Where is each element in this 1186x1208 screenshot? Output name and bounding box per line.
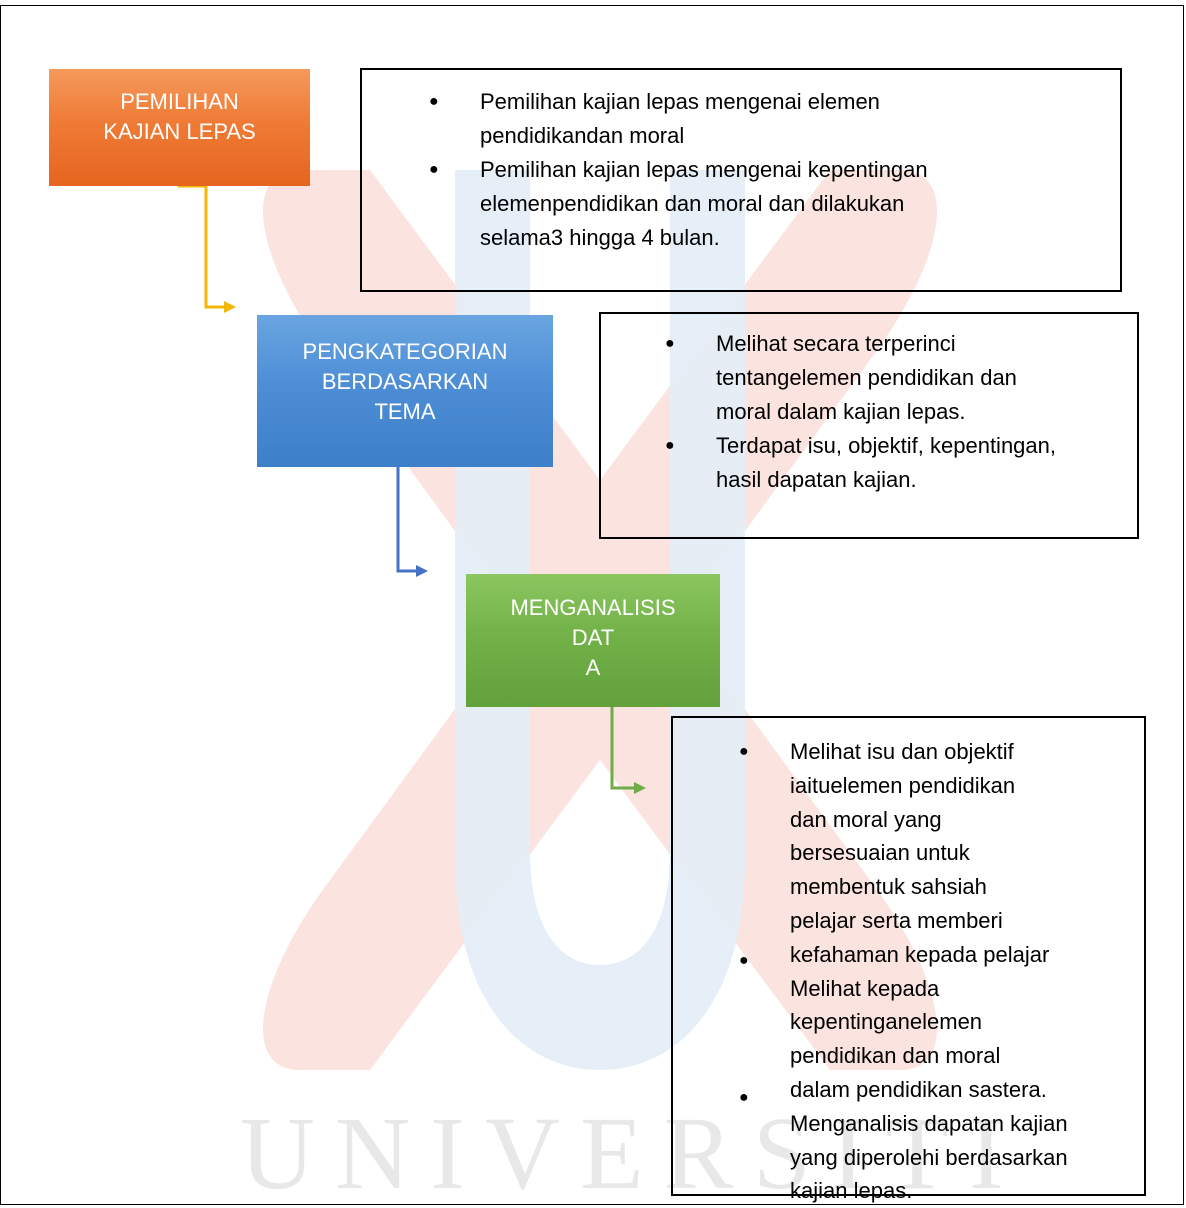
bullet-icon: ● <box>429 93 439 110</box>
bullet-icon: ● <box>429 161 439 178</box>
note-1-list: ● Pemilihan kajian lepas mengenai elemen… <box>429 85 1040 255</box>
note-2-item-1-line-3: moral dalam kajian lepas. <box>716 399 966 424</box>
step-box-menganalisis: MENGANALISIS DAT A <box>466 574 720 707</box>
bullet-icon: ● <box>739 951 749 969</box>
note-2-item-2-line-1: Terdapat isu, objektif, kepentingan, <box>716 433 1057 458</box>
step-3-line-3: A <box>585 654 601 680</box>
list-item: ● dalam pendidikan sastera. Menganalisis… <box>739 1073 1130 1208</box>
step-3-line-2: DAT <box>571 624 615 650</box>
note-3-item-1-line-3: dan moral yang <box>790 806 942 832</box>
note-2-list: ● Melihat secara terperinci tentangeleme… <box>665 327 1136 497</box>
connector-3 <box>610 707 646 794</box>
note-3-item-3-line-1: dalam pendidikan sastera. <box>790 1076 1047 1102</box>
step-1-line-1: PEMILIHAN <box>120 88 239 114</box>
list-item: ● Pemilihan kajian lepas mengenai kepent… <box>429 153 1040 255</box>
step-2-line-2: BERDASARKAN <box>321 369 489 394</box>
note-3-item-2-line-3: kepentinganelemen <box>790 1009 983 1035</box>
connector-2 <box>396 467 428 577</box>
note-1-item-1-line-1: Pemilihan kajian lepas mengenai elemen <box>480 89 880 114</box>
note-2-item-1-line-2: tentangelemen pendidikan dan <box>716 365 1017 390</box>
note-1-item-2-line-3: selama3 hingga 4 bulan. <box>480 225 720 250</box>
note-2-item-2-line-2: hasil dapatan kajian. <box>716 467 917 492</box>
note-3-item-3-line-2: Menganalisis dapatan kajian <box>790 1110 1068 1136</box>
note-3-item-2-line-2: Melihat kepada <box>790 975 940 1001</box>
note-3-item-1-line-6: pelajar serta memberi <box>790 907 1003 933</box>
list-item: ● kefahaman kepada pelajar Melihat kepad… <box>739 938 1130 1073</box>
list-item: ● Melihat secara terperinci tentangeleme… <box>665 327 1136 429</box>
bullet-icon: ● <box>665 335 675 352</box>
note-3-item-1-line-1: Melihat isu dan objektif <box>790 739 1014 764</box>
bullet-icon: ● <box>665 437 675 454</box>
note-3-item-1-line-2: iaituelemen pendidikan <box>790 772 1016 798</box>
list-item: ● Melihat isu dan objektif iaituelemen p… <box>739 735 1130 938</box>
connector-1 <box>178 184 236 313</box>
note-3-item-1-line-5: membentuk sahsiah <box>790 874 987 900</box>
note-1-item-2-line-1: Pemilihan kajian lepas mengenai kepentin… <box>480 157 928 182</box>
step-box-pemilihan: PEMILIHAN KAJIAN LEPAS <box>49 69 310 186</box>
note-3-item-2-line-1: kefahaman kepada pelajar <box>790 941 1050 967</box>
note-1-item-1-line-2: pendidikandan moral <box>480 123 685 148</box>
note-3-item-3-line-3: yang diperolehi berdasarkan <box>790 1144 1068 1170</box>
note-1-item-2-line-2: elemenpendidikan dan moral dan dilakukan <box>480 191 905 216</box>
note-2-item-1-line-1: Melihat secara terperinci <box>716 331 956 356</box>
bullet-icon: ● <box>739 1088 749 1106</box>
step-box-pengkategorian: PENGKATEGORIAN BERDASARKAN TEMA <box>257 315 553 467</box>
step-2-line-1: PENGKATEGORIAN <box>302 339 508 364</box>
step-3-line-1: MENGANALISIS <box>510 594 676 620</box>
note-3-item-1-line-4: bersesuaian untuk <box>790 840 970 866</box>
step-1-line-2: KAJIAN LEPAS <box>103 118 256 144</box>
note-box-1: ● Pemilihan kajian lepas mengenai elemen… <box>360 68 1122 292</box>
list-item: ● Terdapat isu, objektif, kepentingan, h… <box>665 429 1136 497</box>
note-3-list: ● Melihat isu dan objektif iaituelemen p… <box>739 735 1130 1208</box>
note-box-2: ● Melihat secara terperinci tentangeleme… <box>599 312 1139 539</box>
step-2-line-3: TEMA <box>374 399 436 424</box>
note-3-item-2-line-4: pendidikan dan moral <box>790 1043 1001 1069</box>
list-item: ● Pemilihan kajian lepas mengenai elemen… <box>429 85 1040 153</box>
bullet-icon: ● <box>739 743 749 760</box>
note-3-item-3-line-4: kajian lepas. <box>790 1178 913 1204</box>
note-box-3: ● Melihat isu dan objektif iaituelemen p… <box>671 716 1146 1203</box>
